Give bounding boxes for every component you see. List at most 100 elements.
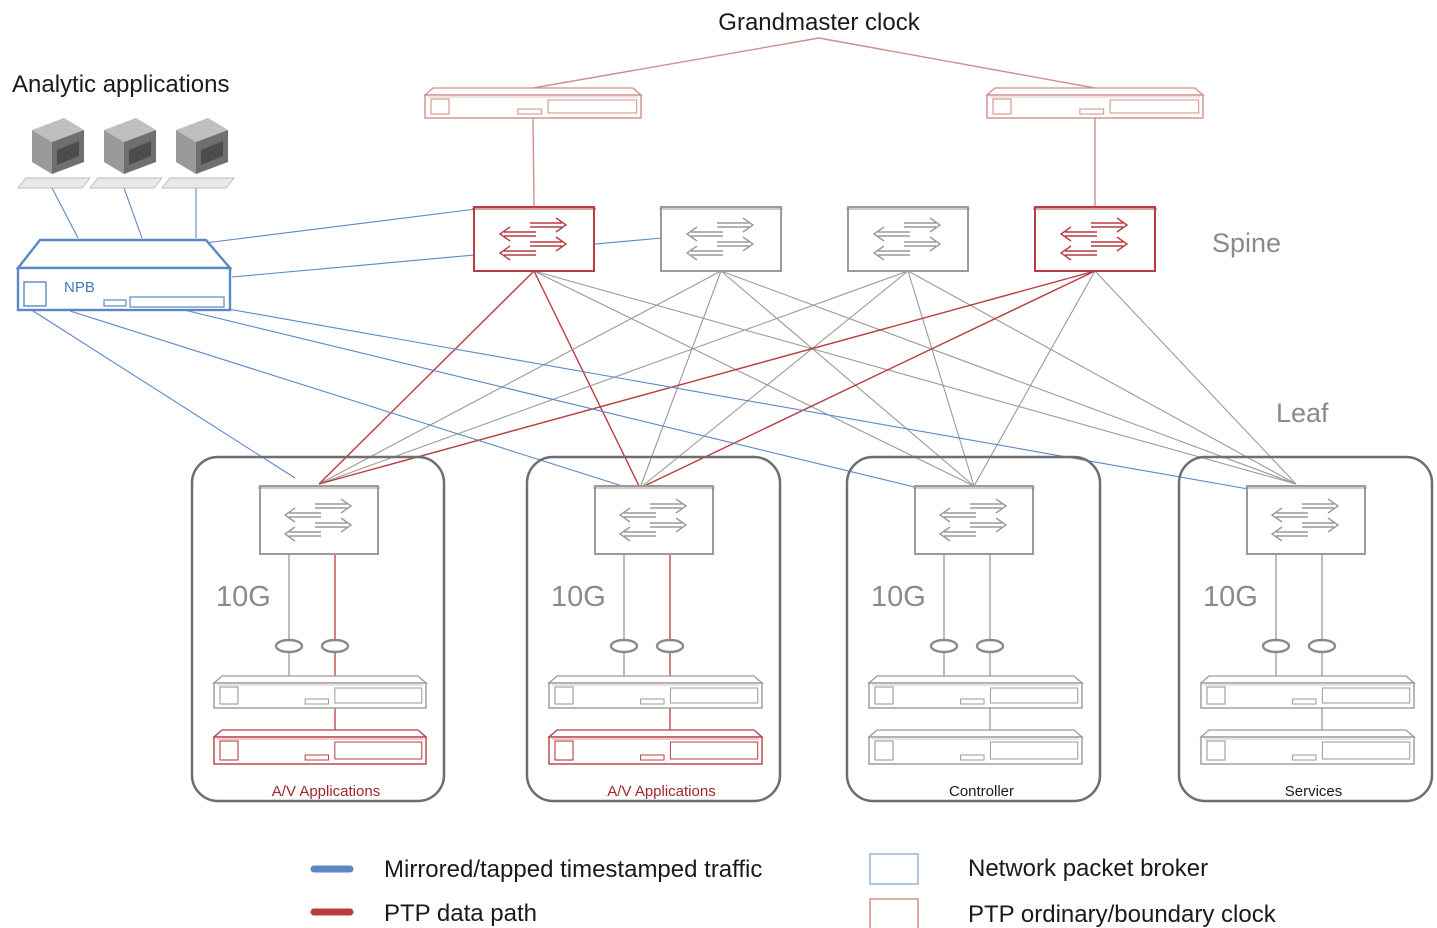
server-front (986, 94, 1204, 119)
arrow-left (1059, 226, 1097, 242)
npb-mirror-link (204, 208, 477, 244)
server-top (547, 675, 764, 684)
leaf-groups-layer (190, 455, 1434, 803)
workstation-keyboard (160, 177, 236, 189)
analytics-npb-link (51, 187, 79, 239)
leaf-switch (913, 485, 1035, 555)
spine-leaf-link (639, 270, 1096, 489)
group-caption: Services (1285, 783, 1343, 800)
npb-port (103, 299, 127, 307)
arrow-right (970, 498, 1008, 514)
npb-device: NPB (15, 238, 233, 312)
legend-label: PTP data path (384, 900, 537, 927)
switch-arrows-icon (283, 498, 353, 542)
switch-body (660, 206, 782, 272)
gm-spine-link (532, 117, 535, 208)
speed-label: 10G (1203, 581, 1258, 613)
leaf-server-lower (1199, 729, 1416, 765)
legend-label: Network packet broker (968, 855, 1208, 882)
switch-body (473, 206, 595, 272)
leaf-server-upper (867, 675, 1084, 709)
switch-body (259, 485, 379, 555)
server-port (304, 698, 329, 705)
arrow-left (938, 526, 976, 542)
gm-link-left (532, 37, 820, 89)
legend-label: PTP ordinary/boundary clock (968, 901, 1277, 928)
arrow-left (283, 507, 321, 523)
switch-body (1246, 485, 1366, 555)
server-top (867, 675, 1084, 684)
group-caption: A/V Applications (272, 783, 380, 800)
gm-link-right (818, 37, 1096, 89)
device-layer: NPB (15, 87, 1416, 765)
analytics-npb-link (123, 187, 143, 239)
spine-leaf-link (907, 270, 975, 487)
group-caption: A/V Applications (607, 783, 715, 800)
analytic-applications-label: Analytic applications (12, 71, 229, 98)
workstation-screen (57, 141, 79, 165)
arrow-left (685, 226, 723, 242)
npb-top (15, 238, 233, 270)
server-bay (1206, 740, 1226, 761)
server-top (1199, 675, 1416, 684)
workstation-icon (88, 118, 164, 189)
spine-leaf-link (639, 270, 722, 489)
link-layer (29, 37, 1323, 735)
server-top (212, 675, 428, 684)
tap-ring-icon (1261, 638, 1291, 654)
arrow-right (530, 217, 568, 233)
switch-body (914, 485, 1034, 555)
npb-label: NPB (64, 279, 95, 296)
leaf-group-box (525, 455, 782, 803)
workstation-icon (16, 118, 92, 189)
server-top (867, 729, 1084, 738)
legend-item-ptp_path: PTP data path (310, 900, 537, 927)
switch-body (1034, 206, 1156, 272)
server-panel (1321, 687, 1411, 704)
arrow-right (717, 217, 755, 233)
arrow-left (283, 526, 321, 542)
spine-leaf-link (533, 270, 975, 487)
arrow-right (315, 517, 353, 533)
arrow-right (1091, 236, 1129, 252)
switch-arrows-icon (872, 217, 942, 261)
npb-mirror-link (29, 308, 296, 479)
workstation-keyboard (88, 177, 164, 189)
tap-ring-icon (975, 638, 1005, 654)
server-bay (874, 740, 894, 761)
server-bay (219, 740, 239, 761)
grandmaster-server-left (423, 87, 643, 119)
tap-ring-icon (1307, 638, 1337, 654)
npb-mirror-link (227, 308, 1266, 493)
server-panel (334, 741, 423, 760)
spine-leaf-link (639, 270, 909, 489)
switch-arrows-icon (938, 498, 1008, 542)
spine-switch (472, 206, 596, 272)
spine-leaf-link (318, 270, 535, 485)
spine-leaf-link (720, 270, 1297, 485)
server-panel (1321, 741, 1411, 760)
leaf-switch (593, 485, 715, 555)
workstation-side (32, 130, 52, 174)
leaf-label: Leaf (1276, 398, 1329, 428)
leaf-server-lower (212, 729, 428, 765)
server-port (1079, 108, 1105, 115)
leaf-group-box (1177, 455, 1434, 803)
arrow-left (1059, 245, 1097, 261)
workstation-side (104, 130, 124, 174)
server-top (423, 87, 643, 96)
arrow-right (650, 498, 688, 514)
leaf-switch (1245, 485, 1367, 555)
server-port (960, 754, 985, 761)
server-panel (1109, 99, 1200, 114)
server-top (547, 729, 764, 738)
arrow-right (1302, 498, 1340, 514)
server-panel (669, 687, 759, 704)
spine-switch (659, 206, 783, 272)
arrow-right (315, 498, 353, 514)
server-bay (992, 98, 1012, 115)
workstation-top (32, 118, 84, 142)
server-panel (669, 741, 759, 760)
npb-mirror-link (179, 308, 936, 493)
